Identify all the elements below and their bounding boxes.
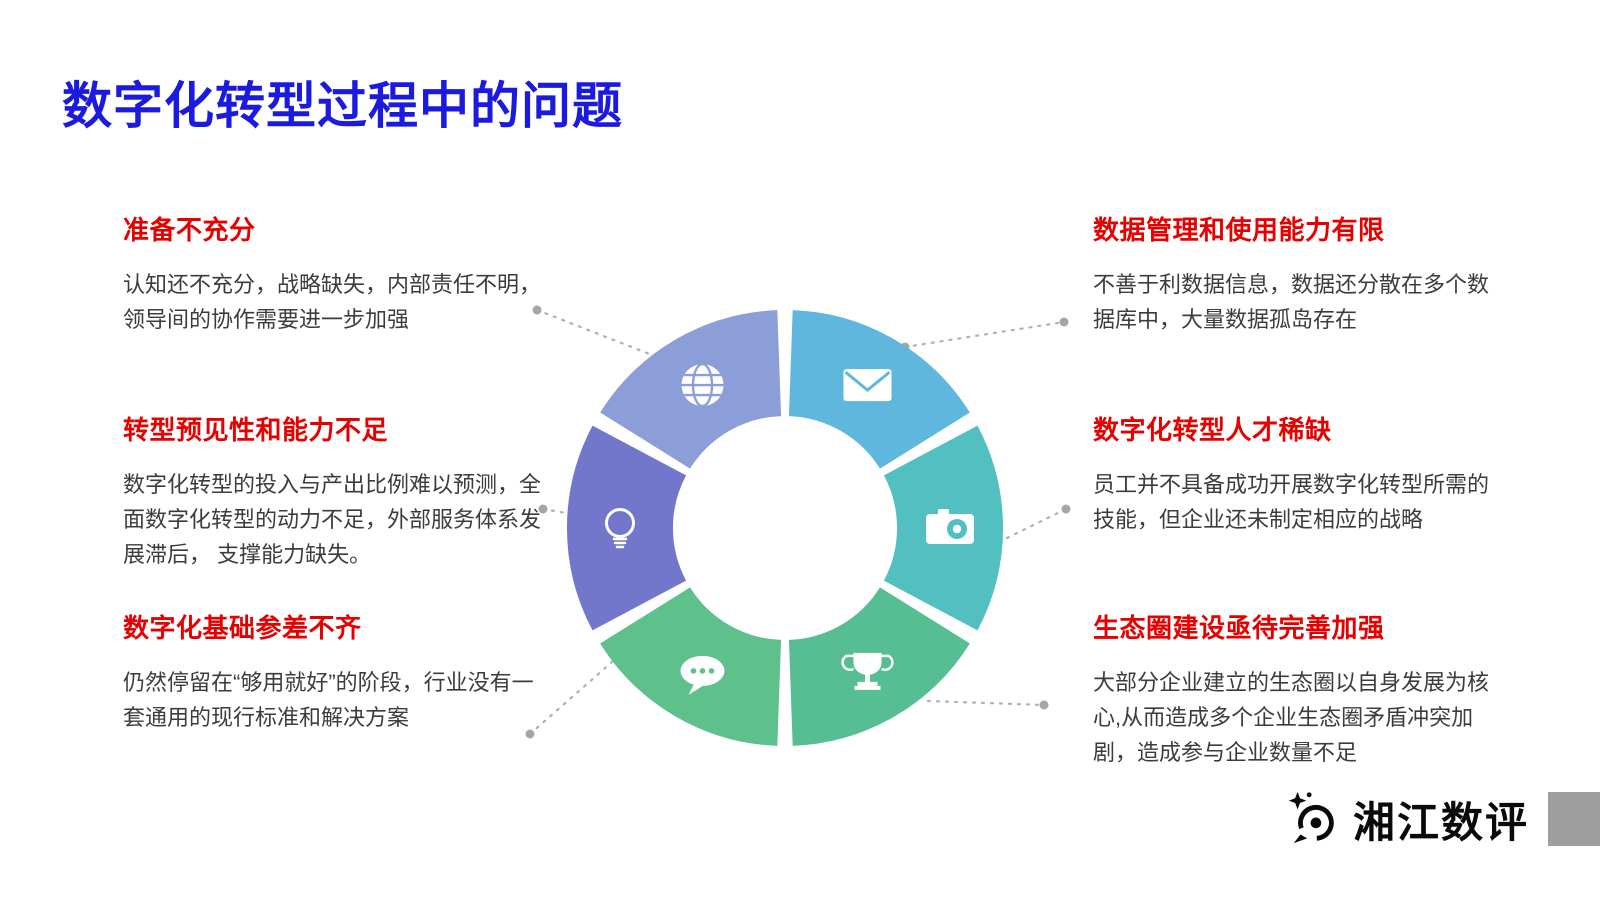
envelope-icon: [843, 369, 892, 402]
lightbulb-icon: [605, 508, 635, 549]
connector-line: [1005, 507, 1068, 540]
page-title: 数字化转型过程中的问题: [62, 78, 623, 134]
donut-wheel: [566, 310, 1004, 746]
issue-block-talent: 数字化转型人才稀缺 员工并不具备成功开展数字化转型所需的技能，但企业还未制定相应…: [1093, 410, 1495, 537]
watermark-text: 湘江数评: [1353, 798, 1530, 846]
issue-heading: 数字化基础参差不齐: [123, 613, 362, 643]
camera-icon: [926, 509, 974, 544]
issue-body: 不善于利数据信息，数据还分散在多个数据库中，大量数据孤岛存在: [1093, 272, 1490, 333]
issue-heading: 数据管理和使用能力有限: [1093, 215, 1385, 245]
issue-body: 员工并不具备成功开展数字化转型所需的技能，但企业还未制定相应的战略: [1093, 472, 1490, 533]
issue-body: 认知还不充分，战略缺失，内部责任不明，领导间的协作需要进一步加强: [123, 272, 542, 333]
issue-heading: 转型预见性和能力不足: [123, 415, 389, 445]
segment-bulb: [566, 425, 687, 631]
issue-block-preparation: 准备不充分 认知还不充分，战略缺失，内部责任不明，领导间的协作需要进一步加强: [123, 210, 555, 337]
issue-body: 仍然停留在“够用就好”的阶段，行业没有一套通用的现行标准和解决方案: [123, 670, 534, 731]
issue-body: 大部分企业建立的生态圈以自身发展为核心,从而造成多个企业生态圈矛盾冲突加剧，造成…: [1093, 670, 1490, 766]
issue-block-data-capability: 数据管理和使用能力有限 不善于利数据信息，数据还分散在多个数据库中，大量数据孤岛…: [1093, 210, 1495, 337]
issue-heading: 数字化转型人才稀缺: [1093, 415, 1332, 445]
speech-bubble-icon: [680, 655, 725, 695]
xiangjiang-logo-icon: [1288, 791, 1334, 844]
issue-heading: 生态圈建设亟待完善加强: [1093, 613, 1385, 643]
issue-heading: 准备不充分: [123, 215, 256, 245]
connector-dot: [1061, 504, 1071, 514]
connector-dot: [1039, 700, 1049, 710]
globe-icon: [681, 362, 724, 408]
corner-gray-bar: [1548, 792, 1600, 846]
trophy-icon: [841, 652, 894, 690]
issue-body: 数字化转型的投入与产出比例难以预测，全面数字化转型的动力不足，外部服务体系发展滞…: [123, 472, 542, 568]
issue-block-ecosystem: 生态圈建设亟待完善加强 大部分企业建立的生态圈以自身发展为核心,从而造成多个企业…: [1093, 608, 1495, 771]
connector-dot: [1059, 317, 1069, 327]
issue-block-foundation: 数字化基础参差不齐 仍然停留在“够用就好”的阶段，行业没有一套通用的现行标准和解…: [123, 608, 555, 735]
watermark: 湘江数评: [1285, 790, 1529, 848]
issue-block-foresight: 转型预见性和能力不足 数字化转型的投入与产出比例难以预测，全面数字化转型的动力不…: [123, 410, 555, 573]
